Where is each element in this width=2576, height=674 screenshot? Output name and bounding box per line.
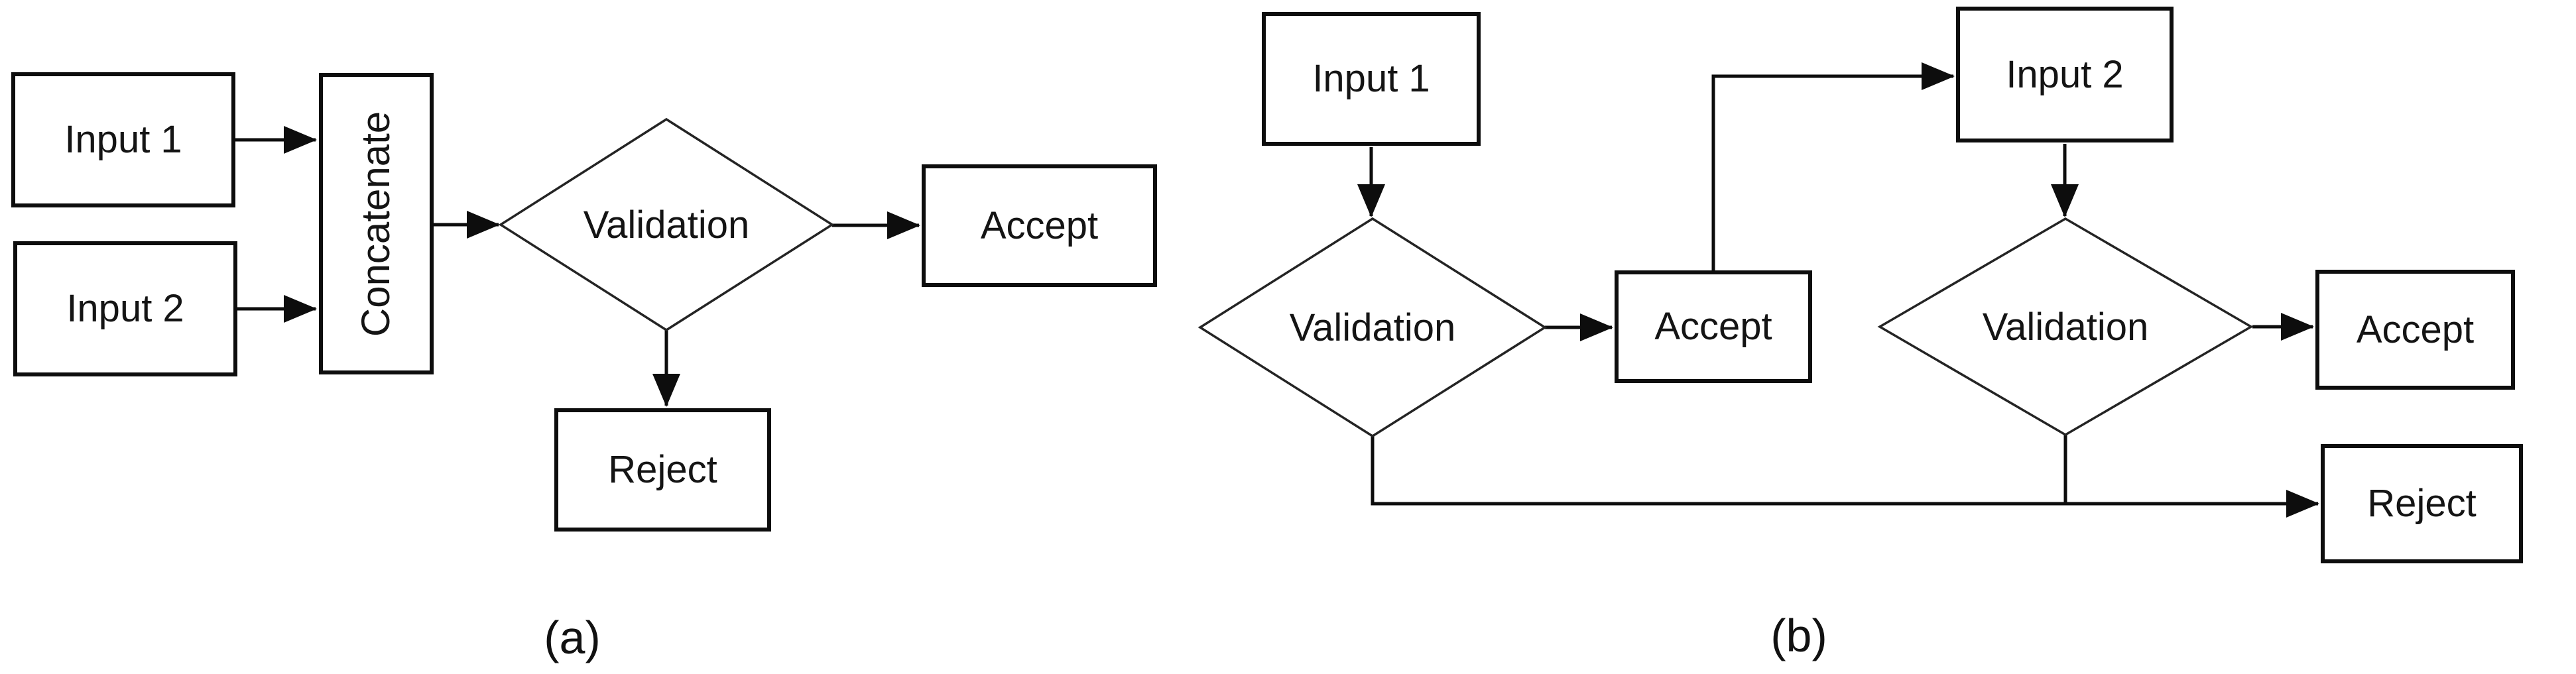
- b-input2-box: Input 2: [1956, 7, 2174, 142]
- b-reject-label: Reject: [2367, 482, 2477, 525]
- b-input2-label: Input 2: [2006, 52, 2124, 96]
- panel-a-caption: (a): [544, 612, 601, 663]
- panel-b-caption: (b): [1770, 610, 1827, 661]
- b-validation1-diamond: [1197, 217, 1548, 438]
- b-accept2-label: Accept: [2356, 308, 2475, 351]
- a-input2-box: Input 2: [13, 241, 237, 376]
- b-accept1-label: Accept: [1654, 305, 1772, 348]
- a-reject-box: Reject: [554, 408, 771, 532]
- edge-b-accept1-to-input2: [1711, 62, 1955, 270]
- a-input2-label: Input 2: [66, 287, 184, 330]
- b-input1-box: Input 1: [1262, 12, 1481, 146]
- a-reject-label: Reject: [608, 448, 717, 491]
- a-validation-diamond: [498, 117, 835, 332]
- a-accept-box: Accept: [922, 164, 1157, 287]
- edge-b-validation1-to-reject: [1371, 436, 2319, 518]
- b-validation2-diamond: [1877, 217, 2254, 437]
- b-accept2-box: Accept: [2315, 270, 2515, 390]
- b-accept1-box: Accept: [1615, 270, 1812, 383]
- a-input1-box: Input 1: [11, 72, 235, 207]
- a-accept-label: Accept: [980, 203, 1099, 247]
- a-concatenate-box: Concatenate: [319, 73, 434, 374]
- b-input1-label: Input 1: [1312, 57, 1430, 100]
- a-input1-label: Input 1: [64, 118, 182, 161]
- b-reject-box: Reject: [2321, 444, 2523, 563]
- a-concatenate-label: Concatenate: [353, 111, 399, 337]
